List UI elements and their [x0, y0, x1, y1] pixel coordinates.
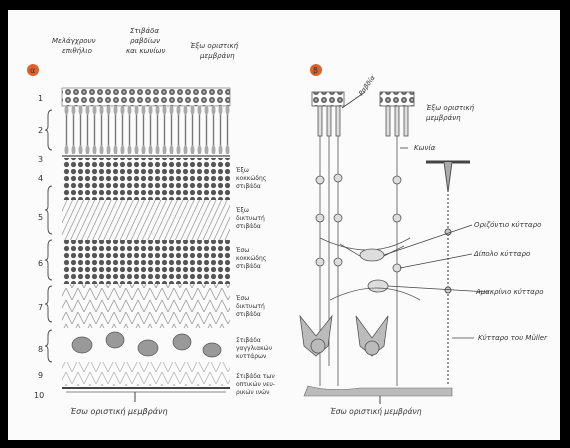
label-cones: Κωνία [414, 144, 436, 152]
label-rods-cones-2: ραβδίων [130, 37, 160, 45]
inner-limiting-membrane [304, 386, 452, 396]
layer-number: 10 [34, 391, 44, 400]
side-label-nerve-fibers-3: ρικών ινών [236, 389, 270, 396]
side-label-inner-nuclear-2: κοκκώδης [236, 255, 266, 262]
layer-numbers: 1 2 3 4 5 6 7 8 9 10 [34, 94, 44, 400]
side-label-outer-nuclear-2: κοκκώδης [236, 175, 266, 182]
side-label-inner-plexiform: Έσω [235, 295, 249, 302]
retina-cross-section [62, 88, 230, 392]
layer-number: 4 [38, 174, 43, 183]
label-outer-limiting-1: Έξω οριστική [190, 42, 239, 50]
label-rods-cones-1: Στιβάδα [130, 27, 159, 35]
panel-a-marker: α [30, 66, 35, 75]
side-label-inner-plexiform-2: δικτυωτή [236, 303, 265, 310]
leader-lines [342, 92, 488, 338]
label-pigment-epithelium-2: επιθήλιο [62, 47, 92, 55]
side-label-nerve-fibers-2: οπτικών νευ- [236, 381, 275, 388]
label-pigment-epithelium-1: Μελάγχρουν [52, 37, 96, 45]
panel-a-bottom-label: Έσω οριστική μεμβράνη [70, 407, 168, 416]
side-label-ganglion-3: κυττάρων [236, 353, 267, 360]
side-label-ganglion-2: γαγγλιακών [236, 345, 273, 352]
label-outer-limiting-b-1: Έξω οριστική [426, 104, 475, 112]
muller-cell [426, 162, 470, 386]
label-outer-limiting-2: μεμβράνη [199, 52, 235, 60]
layer-number: 9 [38, 371, 43, 380]
side-label-nerve-fibers: Στιβάδα των [236, 373, 275, 380]
panel-b-marker: β [313, 66, 318, 75]
layer-number: 3 [38, 155, 43, 164]
layer-number: 1 [38, 94, 43, 103]
label-muller-cell: Κύτταρο του Müller [478, 334, 548, 342]
interneurons [320, 238, 420, 300]
layer-braces [45, 110, 52, 362]
side-label-outer-plexiform-2: δικτυωτή [236, 215, 265, 222]
panel-b: β [300, 64, 548, 416]
label-outer-limiting-b-2: μεμβράνη [425, 114, 461, 122]
side-label-inner-nuclear-3: στιβάδα [236, 263, 261, 270]
layer-number: 5 [38, 213, 43, 222]
layer-number: 8 [38, 345, 43, 354]
side-label-ganglion: Στιβάδα [236, 337, 261, 344]
label-rods-cones-3: και κωνίων [126, 47, 165, 55]
label-bipolar-cell: Δίπολο κύτταρο [473, 250, 530, 258]
label-horizontal-cell: Οριζόντιο κύτταρο [474, 221, 541, 229]
side-label-inner-plexiform-3: στιβάδα [236, 311, 261, 318]
label-amacrine-cell: Αμακρίνιο κύτταρο [475, 288, 544, 296]
side-label-outer-plexiform-3: στιβάδα [236, 223, 261, 230]
panel-a: α Μελάγχρουν επιθήλιο Στιβάδα ραβδίων κα… [27, 27, 275, 416]
ganglion-cells [300, 316, 388, 356]
side-label-outer-nuclear-3: στιβάδα [236, 183, 261, 190]
side-label-inner-nuclear: Έσω [235, 247, 249, 254]
label-rods: Ραβδία [357, 73, 377, 97]
layer-number: 7 [38, 303, 43, 312]
panel-b-bottom-label: Έσω οριστική μεμβράνη [330, 407, 422, 416]
panel-a-side-labels: Έξω κοκκώδης στιβάδα Έξω δικτυωτή στιβάδ… [235, 167, 275, 396]
side-label-outer-plexiform: Έξω [235, 207, 249, 214]
layer-number: 2 [38, 126, 43, 135]
side-label-outer-nuclear: Έξω [235, 167, 249, 174]
layer-number: 6 [38, 259, 43, 268]
